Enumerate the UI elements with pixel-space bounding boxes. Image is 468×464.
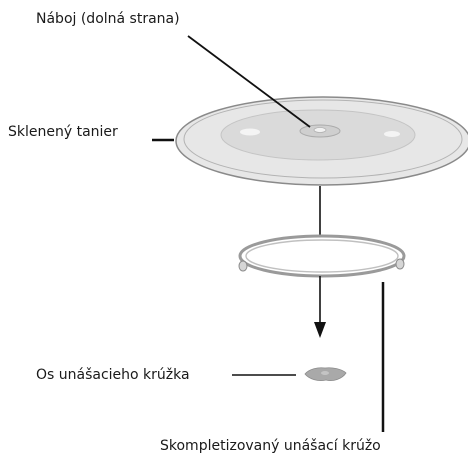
glass-plate-highlight (240, 128, 260, 136)
roller-wheel-right (395, 258, 405, 270)
hub-center (313, 127, 327, 133)
roller-ring (238, 234, 406, 278)
roller-wheel-left (238, 260, 248, 272)
hub (299, 124, 341, 138)
glass-plate-rim-inner-edge (183, 99, 463, 179)
ring-axis (304, 367, 347, 382)
assembly-arrow-head (314, 322, 326, 338)
roller-ring-label: Skompletizovaný unášací krúžo (160, 438, 381, 454)
ring-axis-label: Os unášacieho krúžka (36, 367, 190, 383)
ring-axis-center (321, 371, 329, 375)
glass-plate (175, 96, 468, 186)
glass-plate-label: Sklenený tanier (8, 124, 118, 140)
glass-plate-highlight (384, 131, 400, 137)
hub-leader-line (187, 35, 311, 128)
hub-label: Náboj (dolná strana) (36, 11, 180, 27)
roller-ring-outer (238, 234, 406, 278)
roller-ring-inner (245, 239, 399, 273)
